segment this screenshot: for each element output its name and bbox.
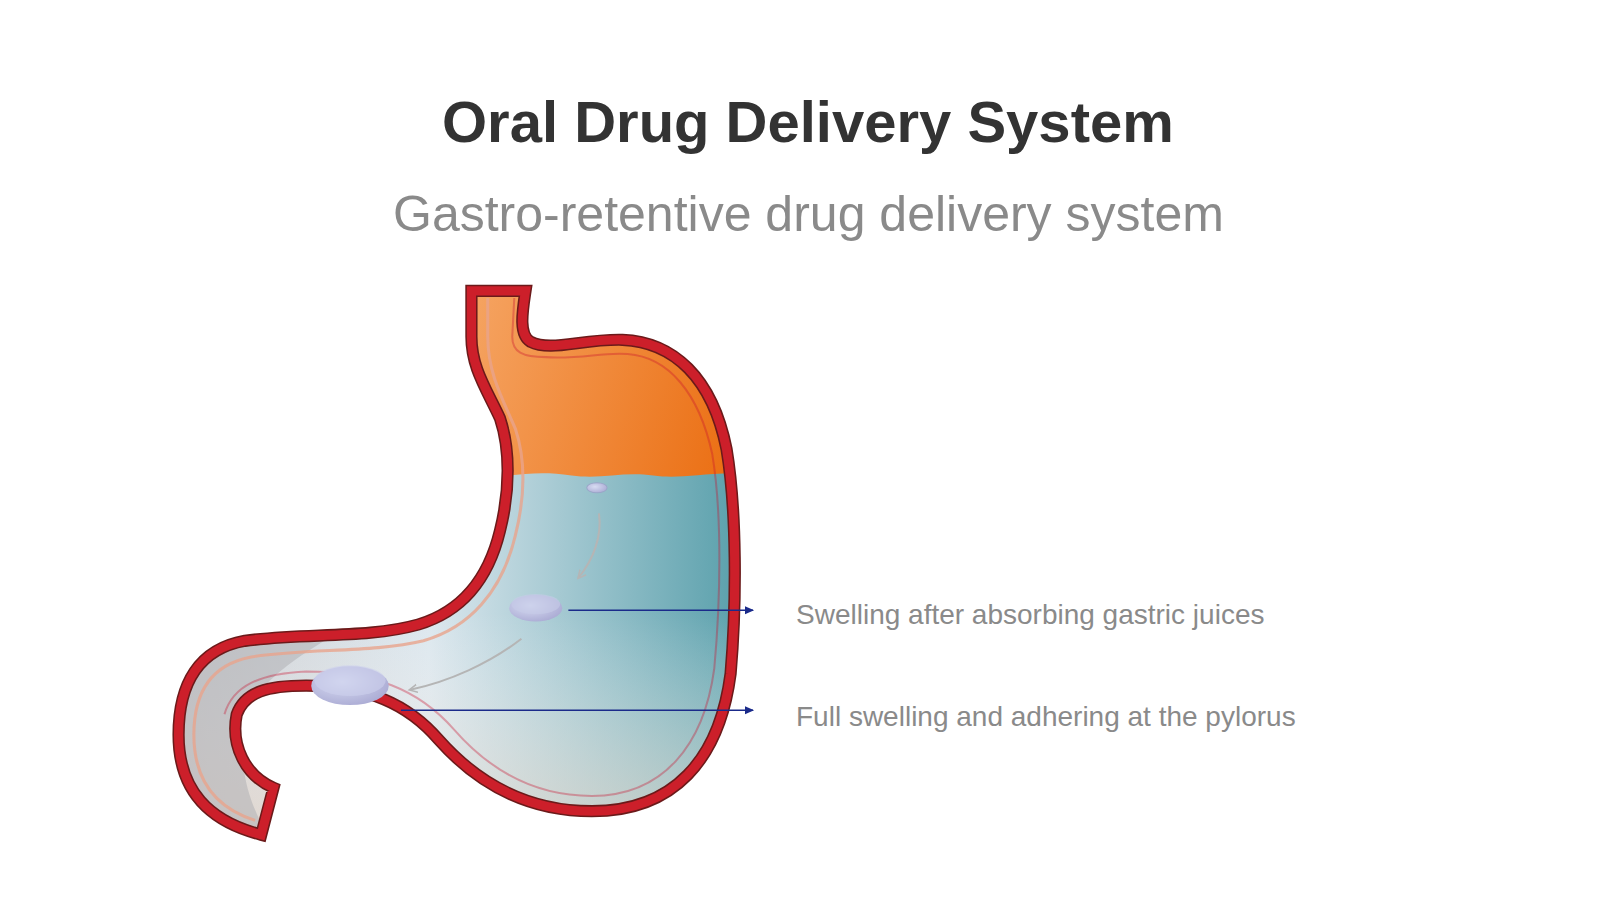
title: Oral Drug Delivery System [442,89,1174,156]
callout-label: Swelling after absorbing gastric juices [796,599,1264,631]
subtitle: Gastro-retentive drug delivery system [393,186,1224,244]
callout-label: Full swelling and adhering at the pyloru… [796,701,1296,733]
